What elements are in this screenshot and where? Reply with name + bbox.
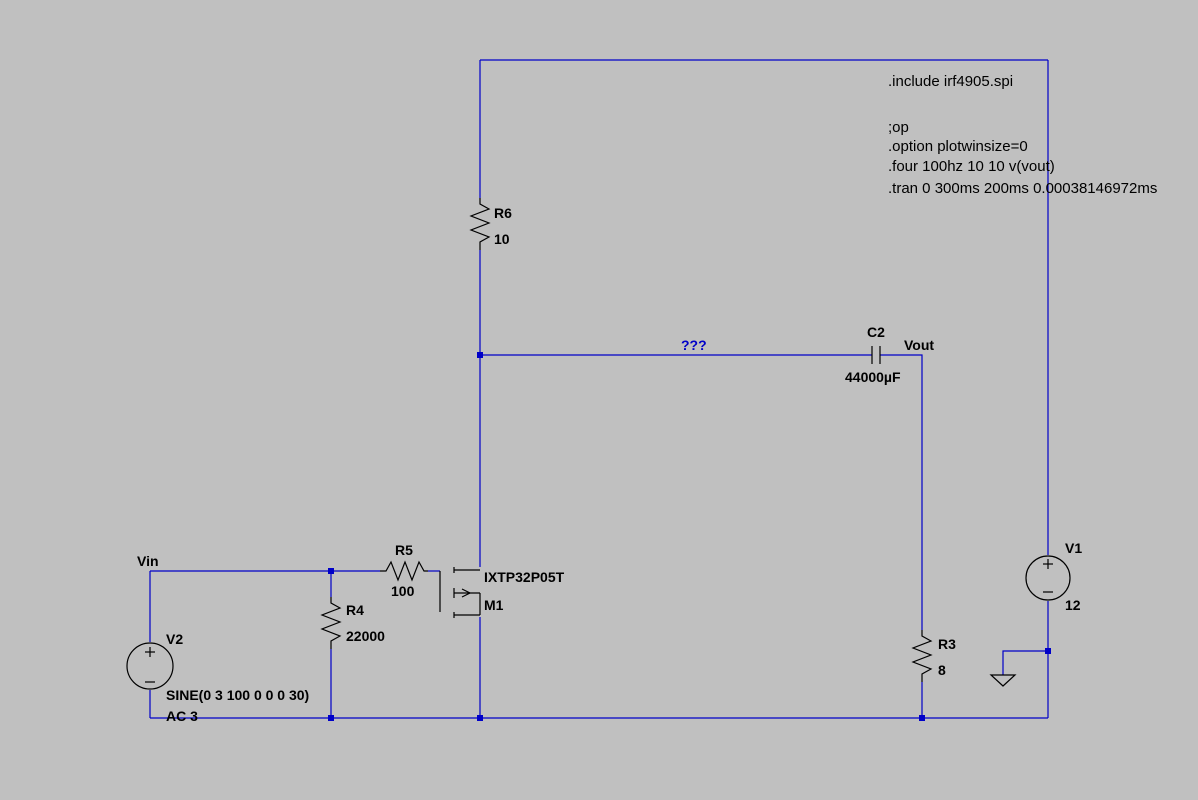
r3-value-label[interactable]: 8	[938, 662, 946, 678]
resistor-r3-symbol	[911, 630, 933, 682]
v2-ac-label[interactable]: AC 3	[166, 708, 198, 724]
r3-name-label[interactable]: R3	[938, 636, 956, 652]
junction-dot	[919, 715, 925, 721]
c2-name-label[interactable]: C2	[867, 324, 885, 340]
unknown-net-label[interactable]: ???	[681, 337, 707, 353]
m1-model-label[interactable]: IXTP32P05T	[484, 569, 565, 585]
junction-dot	[477, 715, 483, 721]
junction-dot	[477, 352, 483, 358]
junction-dot	[328, 568, 334, 574]
directive-four[interactable]: .four 100hz 10 10 v(vout)	[888, 158, 1055, 175]
voltage-source-v1-symbol	[1025, 555, 1071, 601]
directive-tran[interactable]: .tran 0 300ms 200ms 0.00038146972ms	[888, 180, 1158, 197]
r5-value-label[interactable]: 100	[391, 583, 415, 599]
resistor-r5-symbol	[380, 560, 428, 582]
ground-symbol	[989, 674, 1017, 687]
directive-option[interactable]: .option plotwinsize=0	[888, 138, 1028, 155]
capacitor-c2-symbol	[871, 346, 881, 364]
m1-name-label[interactable]: M1	[484, 597, 504, 613]
junctions	[328, 352, 1051, 721]
junction-dot	[1045, 648, 1051, 654]
resistor-r6-symbol	[469, 198, 491, 250]
v2-value-label[interactable]: SINE(0 3 100 0 0 0 30)	[166, 687, 310, 703]
components	[126, 198, 1071, 690]
vout-net-label[interactable]: Vout	[904, 337, 935, 353]
vin-net-label[interactable]: Vin	[137, 553, 159, 569]
c2-value-label[interactable]: 44000µF	[845, 369, 901, 385]
wires	[149, 59, 1049, 719]
r4-name-label[interactable]: R4	[346, 602, 364, 618]
resistor-r4-symbol	[320, 597, 342, 649]
v1-value-label[interactable]: 12	[1065, 597, 1081, 613]
pmos-m1-symbol	[439, 567, 481, 618]
v1-name-label[interactable]: V1	[1065, 540, 1083, 556]
wire-c2-to-vout	[880, 354, 923, 630]
wire-gnd-tap	[1002, 650, 1048, 675]
r5-name-label[interactable]: R5	[395, 542, 413, 558]
directive-op[interactable]: ;op	[888, 119, 909, 136]
voltage-source-v2-symbol	[126, 642, 174, 690]
directive-include[interactable]: .include irf4905.spi	[888, 73, 1014, 90]
r4-value-label[interactable]: 22000	[346, 628, 385, 644]
junction-dot	[328, 715, 334, 721]
r6-name-label[interactable]: R6	[494, 205, 512, 221]
v2-name-label[interactable]: V2	[166, 631, 184, 647]
r6-value-label[interactable]: 10	[494, 231, 510, 247]
